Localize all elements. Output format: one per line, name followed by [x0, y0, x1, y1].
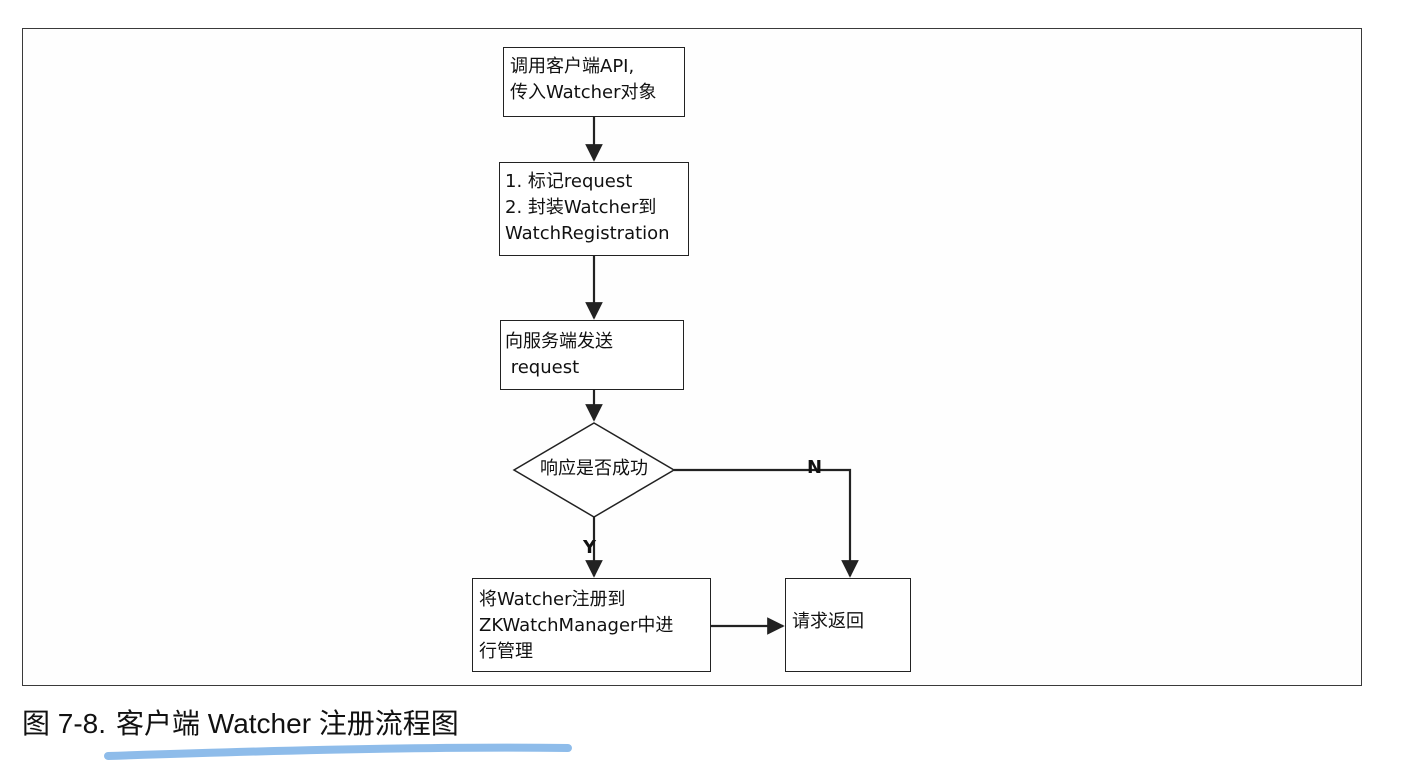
node-request-return: 请求返回: [785, 578, 911, 672]
node-text-line: 1. 标记request: [505, 171, 633, 192]
caption-highlight-stroke: [104, 743, 572, 760]
node-text-line: ZKWatchManager中进: [479, 615, 674, 636]
diagram-frame: [22, 28, 1362, 686]
node-text-line: 将Watcher注册到: [479, 589, 626, 610]
node-send-request: 向服务端发送 request: [500, 320, 684, 390]
node-text-line: 行管理: [479, 641, 533, 662]
node-mark-request: 1. 标记request 2. 封装Watcher到 WatchRegistra…: [499, 162, 689, 256]
figure-caption: 图 7-8. 客户端 Watcher 注册流程图: [22, 704, 459, 744]
edge-label-no: N: [807, 457, 823, 478]
node-text-line: 调用客户端API,: [510, 56, 635, 77]
node-register-watcher: 将Watcher注册到 ZKWatchManager中进 行管理: [472, 578, 711, 672]
node-text-line: request: [505, 357, 580, 378]
figure-title: 客户端 Watcher 注册流程图: [116, 708, 459, 739]
node-text-line: 请求返回: [792, 611, 864, 632]
edge-label-yes: Y: [583, 537, 597, 558]
node-call-client-api: 调用客户端API, 传入Watcher对象: [503, 47, 685, 117]
node-text-line: 传入Watcher对象: [510, 82, 657, 103]
arrow-decision-no: [674, 468, 859, 578]
node-text-line: 向服务端发送: [505, 331, 613, 352]
node-text-line: WatchRegistration: [505, 223, 670, 244]
node-text-line: 2. 封装Watcher到: [505, 197, 657, 218]
decision-label: 响应是否成功: [540, 458, 648, 479]
figure-number: 图 7-8.: [22, 708, 107, 739]
